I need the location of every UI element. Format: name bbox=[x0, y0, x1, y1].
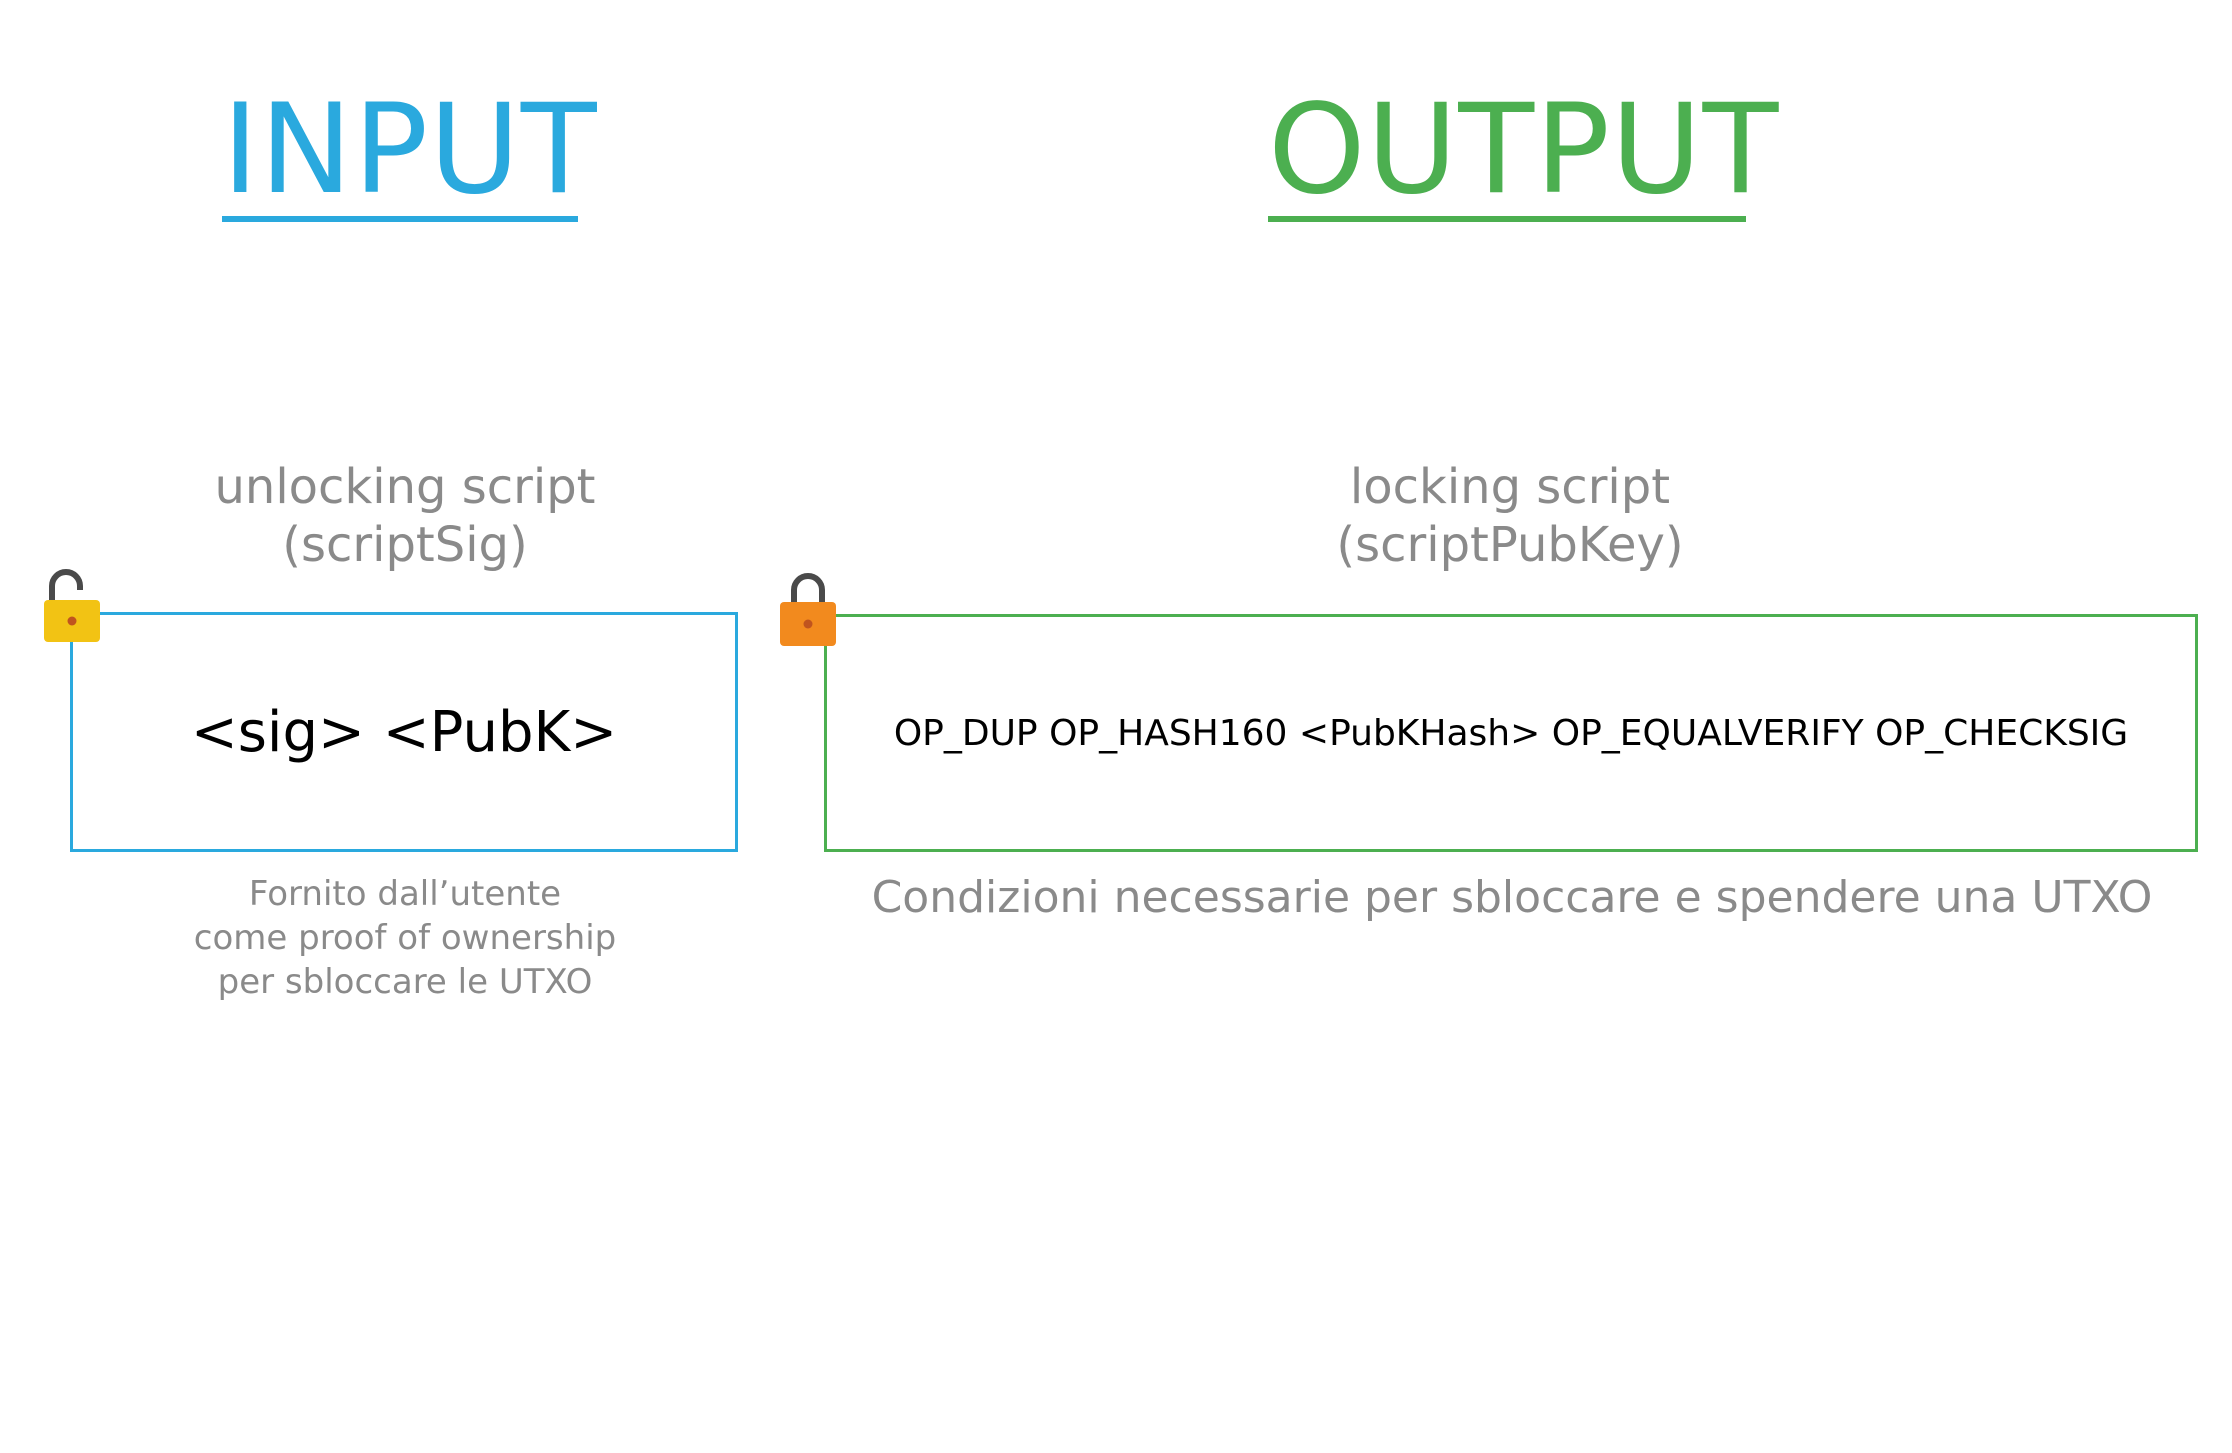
unlocking-note-line-2: come proof of ownership bbox=[193, 918, 617, 958]
unlocking-script-note: Fornito dall’utente come proof of owners… bbox=[150, 872, 660, 1004]
locking-script-caption: locking script (scriptPubKey) bbox=[1280, 458, 1740, 574]
unlocking-note-line-3: per sbloccare le UTXO bbox=[217, 962, 593, 1002]
locking-script-text: OP_DUP OP_HASH160 <PubKHash> OP_EQUALVER… bbox=[893, 712, 2129, 754]
script-sig-label: (scriptSig) bbox=[282, 517, 528, 573]
unlocking-script-title: unlocking script bbox=[214, 459, 596, 515]
unlocking-script-box: <sig> <PubK> bbox=[70, 612, 738, 852]
locked-padlock-icon bbox=[780, 573, 836, 646]
locking-script-box: OP_DUP OP_HASH160 <PubKHash> OP_EQUALVER… bbox=[824, 614, 2198, 852]
input-heading: INPUT bbox=[222, 78, 598, 222]
locking-script-title: locking script bbox=[1349, 459, 1671, 515]
output-heading: OUTPUT bbox=[1268, 78, 1780, 222]
unlocked-padlock-icon bbox=[44, 569, 100, 642]
output-heading-underline bbox=[1268, 216, 1746, 222]
unlocking-script-caption: unlocking script (scriptSig) bbox=[170, 458, 640, 574]
locking-script-note: Condizioni necessarie per sbloccare e sp… bbox=[871, 872, 2153, 923]
script-pubkey-label: (scriptPubKey) bbox=[1336, 517, 1684, 573]
unlocking-script-text: <sig> <PubK> bbox=[190, 699, 618, 765]
input-heading-underline bbox=[222, 216, 578, 222]
unlocking-note-line-1: Fornito dall’utente bbox=[248, 874, 562, 914]
